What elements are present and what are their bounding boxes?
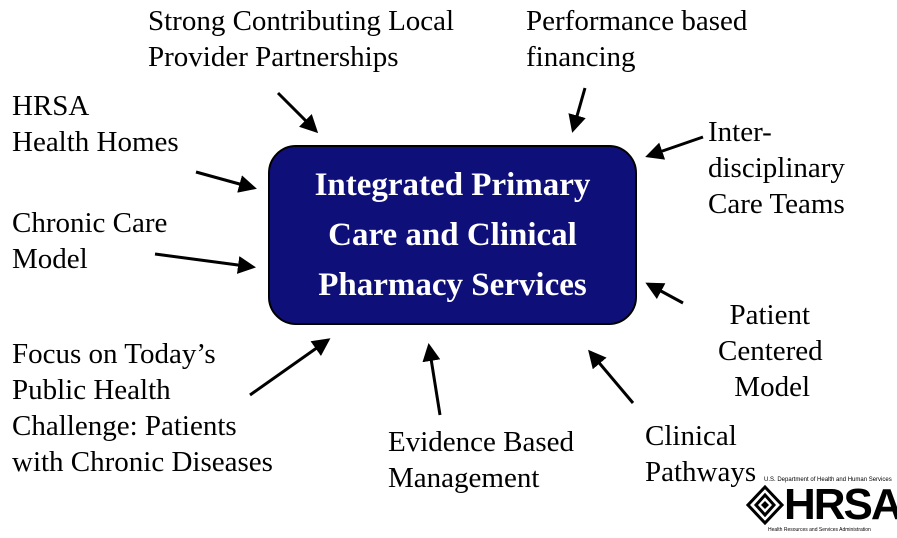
label-patient-centered: Patient Centered Model xyxy=(718,299,823,403)
arrow-local-partnerships xyxy=(276,91,319,134)
label-public-health-focus: Focus on Today’s Public Health Challenge… xyxy=(12,338,273,478)
central-concept-box: Integrated Primary Care and Clinical Pha… xyxy=(268,145,637,325)
arrow-clinical-pathways xyxy=(588,349,635,404)
label-local-partnerships: Strong Contributing Local Provider Partn… xyxy=(148,5,455,73)
arrow-evidence-based xyxy=(422,343,442,416)
arrow-interdisciplinary xyxy=(645,135,704,160)
arrow-public-health-focus xyxy=(249,338,331,397)
arrow-patient-centered xyxy=(645,282,684,305)
logo-department-line: U.S. Department of Health and Human Serv… xyxy=(764,477,892,483)
label-hrsa-health-homes: HRSA Health Homes xyxy=(12,90,179,158)
label-evidence-based: Evidence Based Management xyxy=(388,426,575,494)
hrsa-logo: U.S. Department of Health and Human Serv… xyxy=(746,477,897,537)
logo-agency-line: Health Resources and Services Administra… xyxy=(768,527,871,533)
label-interdisciplinary: Inter- disciplinary Care Teams xyxy=(708,116,845,220)
logo-wordmark: HRSA xyxy=(784,480,897,529)
arrow-performance-financing xyxy=(568,87,587,133)
arrow-hrsa-health-homes xyxy=(195,170,257,193)
label-clinical-pathways: Clinical Pathways xyxy=(645,420,757,488)
label-performance-financing: Performance based financing xyxy=(526,5,748,73)
central-concept-text: Integrated Primary Care and Clinical Pha… xyxy=(314,167,591,303)
label-chronic-care-model: Chronic Care Model xyxy=(12,207,168,275)
hrsa-emblem-icon xyxy=(746,485,784,525)
arrow-chronic-care-model xyxy=(154,252,256,274)
